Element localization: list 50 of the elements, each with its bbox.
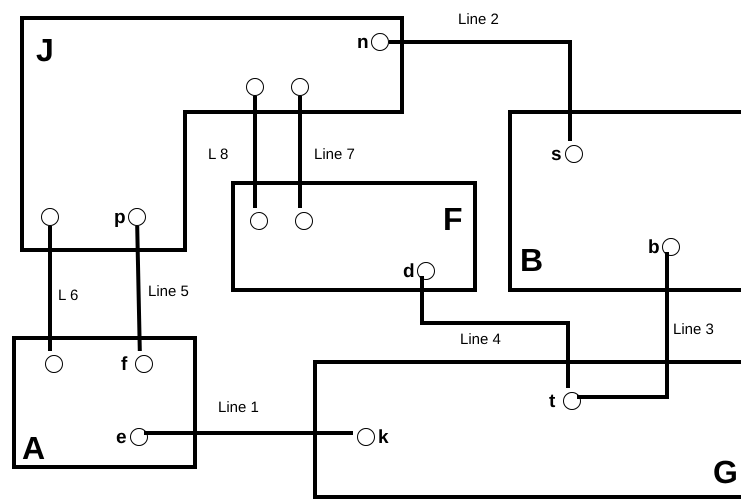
component-block bbox=[12, 336, 197, 469]
connection-port bbox=[250, 212, 268, 230]
port-label: e bbox=[116, 428, 127, 447]
component-block bbox=[313, 360, 741, 499]
port-label: t bbox=[549, 392, 556, 411]
connection-line bbox=[253, 96, 257, 208]
port-label: d bbox=[403, 262, 415, 281]
port-label: f bbox=[121, 355, 128, 374]
port-label: p bbox=[114, 208, 126, 227]
connection-port bbox=[130, 428, 148, 446]
connection-port bbox=[565, 145, 583, 163]
connection-line bbox=[135, 226, 142, 352]
connection-line bbox=[144, 431, 353, 435]
connection-port bbox=[45, 355, 63, 373]
block-letter: F bbox=[443, 203, 463, 235]
port-label: n bbox=[357, 33, 369, 52]
connection-port bbox=[662, 238, 680, 256]
connection-line bbox=[420, 276, 570, 388]
component-block bbox=[20, 16, 404, 252]
connection-port bbox=[291, 78, 309, 96]
block-letter: G bbox=[713, 456, 738, 488]
edge-label: Line 5 bbox=[148, 284, 189, 299]
connection-port bbox=[295, 212, 313, 230]
connection-line bbox=[48, 226, 52, 351]
connection-line bbox=[389, 40, 572, 141]
connection-port bbox=[417, 262, 435, 280]
edge-label: Line 7 bbox=[314, 147, 355, 162]
port-label: s bbox=[551, 145, 562, 164]
block-letter: J bbox=[36, 34, 54, 66]
edge-label: L 8 bbox=[208, 147, 228, 162]
port-label: b bbox=[648, 238, 660, 257]
port-label: k bbox=[378, 428, 389, 447]
block-letter: A bbox=[22, 432, 46, 464]
component-block bbox=[508, 110, 741, 292]
edge-label: Line 1 bbox=[218, 400, 259, 415]
connection-line bbox=[298, 96, 302, 208]
connection-port bbox=[128, 208, 146, 226]
edge-label: Line 3 bbox=[673, 322, 714, 337]
block-letter: B bbox=[520, 244, 544, 276]
connection-port bbox=[563, 392, 581, 410]
edge-label: Line 2 bbox=[458, 12, 499, 27]
connection-port bbox=[371, 33, 389, 51]
component-block bbox=[231, 181, 477, 292]
connection-port bbox=[357, 428, 375, 446]
edge-label: Line 4 bbox=[460, 332, 501, 347]
connection-port bbox=[135, 355, 153, 373]
connection-line bbox=[577, 252, 669, 399]
connection-port bbox=[41, 208, 59, 226]
connection-port bbox=[246, 78, 264, 96]
edge-label: L 6 bbox=[58, 288, 78, 303]
